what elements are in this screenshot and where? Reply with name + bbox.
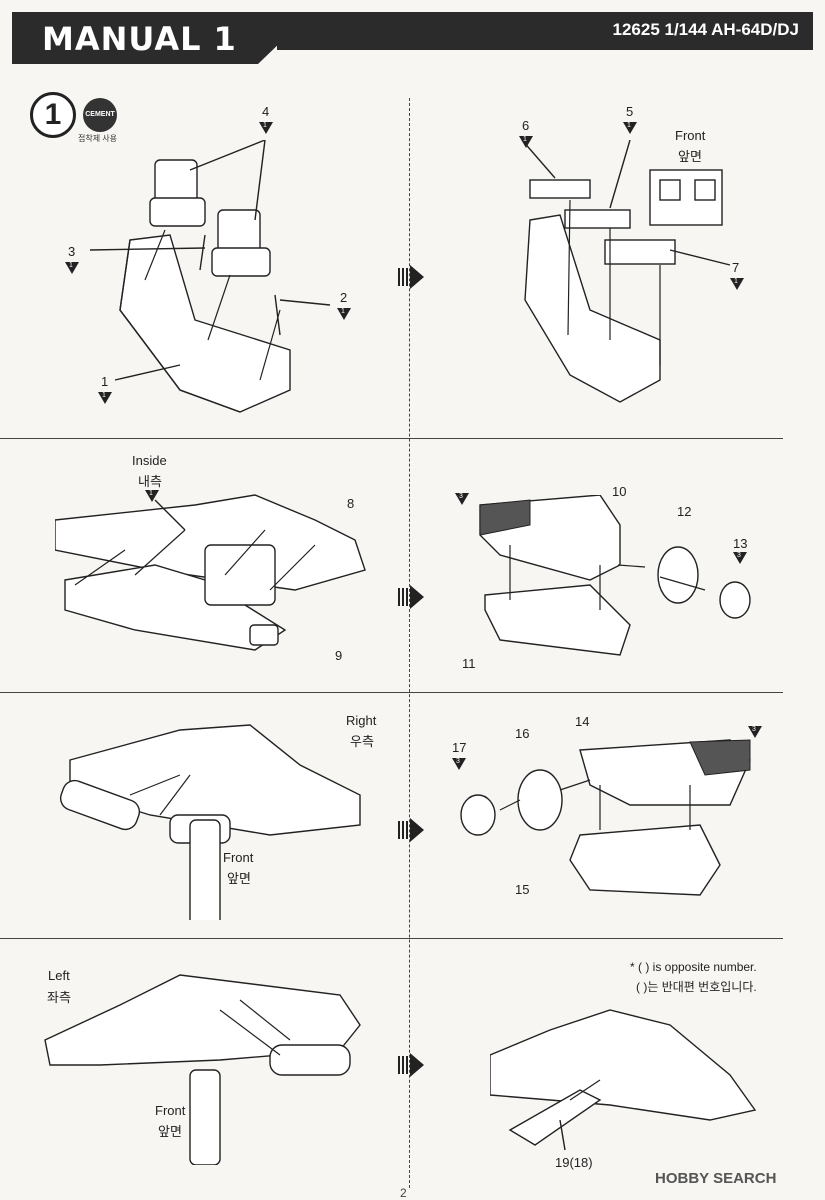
sprue-badge: 3	[733, 552, 747, 564]
sprue-badge-label: 3	[737, 552, 741, 559]
part-number: 1	[101, 374, 109, 389]
part-number: 9	[335, 648, 343, 663]
sprue-badge: 3	[748, 726, 762, 738]
opposite-note-ko: ( )는 반대편 번호입니다.	[636, 980, 757, 994]
manual-title: MANUAL 1	[42, 20, 237, 58]
part-number: 11	[462, 656, 476, 671]
cockpit-assembly-diagram	[89, 140, 331, 413]
front-label-en: Front	[223, 850, 254, 865]
cement-icon: CEMENT	[83, 98, 117, 132]
sprue-badge: 1	[259, 122, 273, 134]
sprue-badge-label: 3	[456, 758, 460, 765]
manual-title-number: 1	[213, 20, 237, 58]
front-label-ko: 앞면	[227, 871, 251, 886]
title-box: MANUAL 1	[12, 12, 312, 64]
page-number: 2	[400, 1186, 407, 1200]
sprue-badge-label: 3	[752, 726, 756, 733]
sprue-badge: 1	[623, 122, 637, 134]
sprue-badge-label: 1	[149, 490, 153, 497]
model-number: 12625 1/144 AH-64D/DJ	[612, 20, 800, 39]
horizontal-divider	[0, 938, 783, 939]
part-number: 4	[262, 104, 270, 119]
part-number: 6	[522, 118, 530, 133]
fuselage-wing-diagram	[490, 1009, 757, 1151]
model-bar: 12625 1/144 AH-64D/DJ	[277, 12, 813, 50]
vertical-divider	[409, 98, 410, 1188]
next-arrow-icon	[398, 1053, 424, 1077]
part-number: 10	[612, 484, 627, 499]
fuselage-right-diagram	[59, 724, 361, 920]
manual-header: 12625 1/144 AH-64D/DJ MANUAL 1	[12, 12, 813, 64]
manual-title-text: MANUAL	[42, 20, 202, 58]
sprue-badge-label: 1	[263, 122, 267, 129]
sprue-badge-label: 1	[341, 308, 345, 315]
engine-left-parts-diagram	[460, 739, 751, 896]
front-label-ko: 앞면	[158, 1124, 182, 1139]
part-number: 5	[626, 104, 634, 119]
left-label-ko: 좌측	[47, 990, 71, 1005]
sprue-badge: 1	[730, 278, 744, 290]
horizontal-divider	[0, 438, 783, 439]
engine-right-parts-diagram	[479, 495, 751, 656]
next-arrow-icon	[398, 818, 424, 842]
next-arrow-icon	[398, 585, 424, 609]
part-number: 8	[347, 496, 355, 511]
step-number: 1	[30, 92, 76, 138]
horizontal-divider	[0, 692, 783, 693]
sprue-badge: 1	[65, 262, 79, 274]
sprue-badge: 1	[519, 136, 533, 148]
watermark: HOBBY SEARCH	[655, 1170, 777, 1187]
part-number: 7	[732, 260, 740, 275]
part-number: 3	[68, 244, 76, 259]
part-number: 16	[515, 726, 530, 741]
part-number: 12	[677, 504, 692, 519]
left-label-en: Left	[48, 968, 70, 983]
opposite-note-en: * ( ) is opposite number.	[630, 960, 757, 974]
next-arrow-icon	[398, 265, 424, 289]
part-number: 17	[452, 740, 467, 755]
sprue-badge-label: 1	[69, 262, 73, 269]
sprue-badge: 3	[455, 493, 469, 505]
sprue-badge-label: 1	[523, 136, 527, 143]
front-label-en: Front	[675, 128, 706, 143]
part-number: 2	[340, 290, 348, 305]
part-number: 19(18)	[555, 1155, 593, 1170]
front-label-ko: 앞면	[678, 149, 702, 164]
sprue-badge-label: 3	[459, 493, 463, 500]
inside-label-ko: 내측	[138, 474, 162, 489]
sprue-badge-label: 1	[102, 392, 106, 399]
fuselage-left-diagram	[44, 974, 361, 1165]
cement-note: 접착제 사용	[78, 134, 118, 143]
sprue-badge-label: 1	[627, 122, 631, 129]
fuselage-inside-diagram	[55, 494, 366, 651]
right-label-en: Right	[346, 713, 377, 728]
sprue-badge-label: 1	[734, 278, 738, 285]
part-number: 13	[733, 536, 748, 551]
sprue-badge: 1	[337, 308, 351, 320]
front-label-en: Front	[155, 1103, 186, 1118]
part-number: 15	[515, 882, 530, 897]
cockpit-parts-diagram	[521, 140, 731, 403]
inside-label-en: Inside	[132, 453, 167, 468]
sprue-badge: 1	[98, 392, 112, 404]
sprue-badge: 1	[145, 490, 159, 502]
sprue-badge: 3	[452, 758, 466, 770]
right-label-ko: 우측	[350, 734, 374, 749]
part-number: 14	[575, 714, 590, 729]
